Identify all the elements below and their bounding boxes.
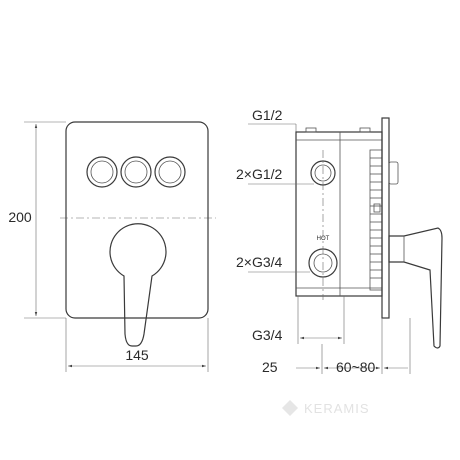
depth-label: 25 (262, 359, 278, 375)
cover-plate (65, 121, 209, 319)
button-right (154, 156, 186, 188)
outlet-upper-label: 2×G1/2 (236, 166, 283, 182)
button-left (86, 156, 118, 188)
watermark-logo-icon (282, 400, 298, 416)
adjust-label: 60~80 (336, 359, 376, 375)
diverter-buttons (86, 156, 186, 188)
watermark: KERAMIS (282, 400, 370, 416)
threaded-cartridge (369, 149, 383, 291)
button-right-inner (158, 160, 182, 184)
width-label: 145 (125, 347, 149, 363)
handle-profile (388, 227, 443, 349)
button-left-inner (90, 160, 114, 184)
height-label: 200 (8, 209, 32, 225)
mixer-handle (109, 223, 167, 347)
inlet-label: 2×G3/4 (236, 254, 283, 270)
button-middle (120, 156, 152, 188)
cover-plate-side (381, 117, 390, 319)
watermark-text: KERAMIS (304, 401, 370, 416)
front-view: 200 145 (8, 121, 216, 372)
button-middle-inner (124, 160, 148, 184)
side-view: G1/2 (236, 107, 443, 375)
outlet-top-label: G1/2 (252, 107, 283, 123)
bottom-label: G3/4 (252, 327, 283, 343)
hot-marker: HOT (317, 236, 330, 242)
valve-body (295, 131, 383, 297)
